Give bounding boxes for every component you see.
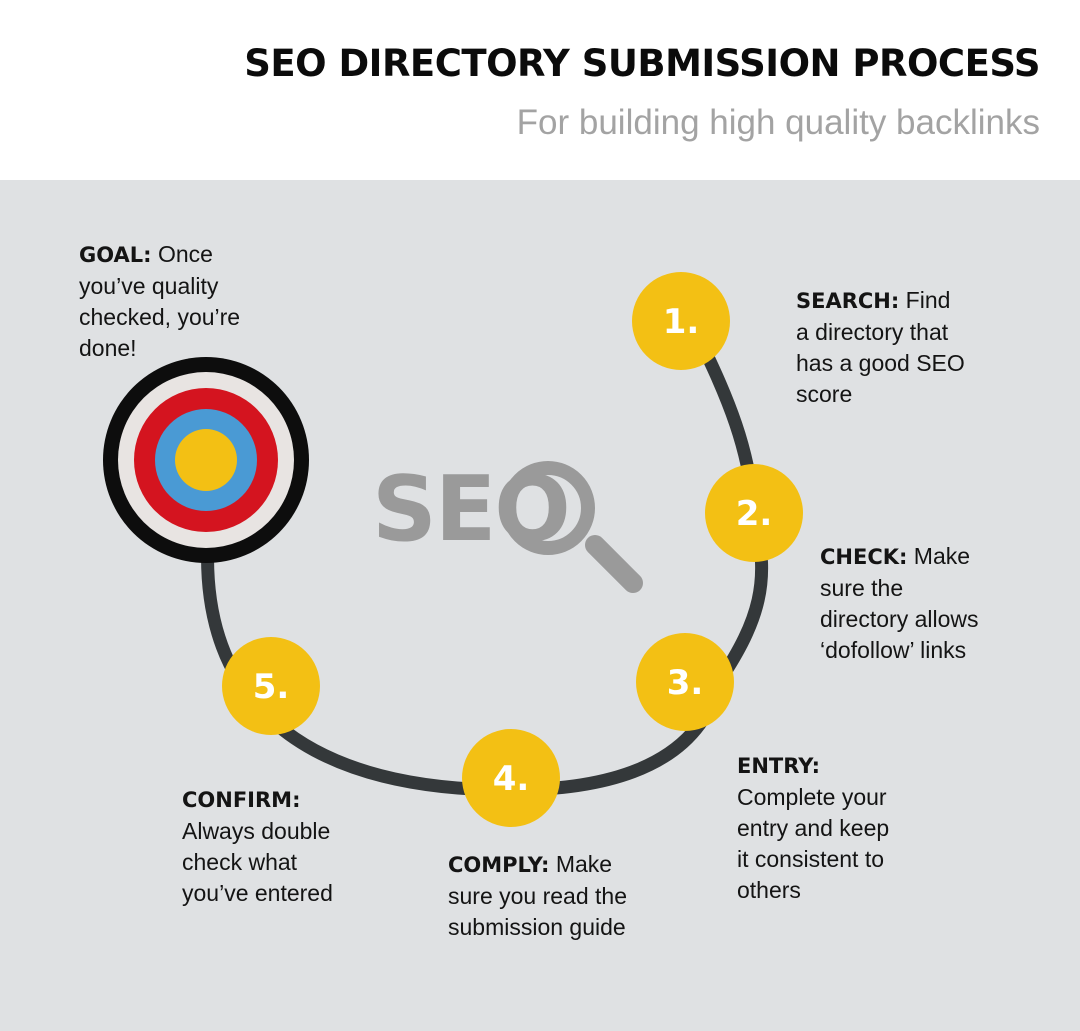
seo-logo: SEO xyxy=(372,457,643,593)
step-marker-3: 3. xyxy=(636,633,734,731)
diagram-panel xyxy=(0,180,1080,1031)
step-marker-5: 5. xyxy=(222,637,320,735)
step-number-1: 1. xyxy=(663,302,700,342)
step-label-2: CHECK: xyxy=(820,545,908,569)
step-text-2: Make sure the directory allows ‘dofollow… xyxy=(820,543,979,663)
magnifier-icon xyxy=(501,461,643,593)
step-number-3: 3. xyxy=(667,663,704,703)
goal-text: Once you’ve quality checked, you’re done… xyxy=(79,241,241,361)
step-callout-1: SEARCH: Find a directory that has a good… xyxy=(796,285,965,410)
goal-label: GOAL: xyxy=(79,243,152,267)
step-callout-2: CHECK: Make sure the directory allows ‘d… xyxy=(820,541,979,666)
step-text-4: Make sure you read the submission guide xyxy=(448,851,628,940)
page-title: SEO DIRECTORY SUBMISSION PROCESS xyxy=(244,42,1040,85)
step-callout-3: ENTRY: Complete your entry and keep it c… xyxy=(737,750,889,906)
header: SEO DIRECTORY SUBMISSION PROCESS For bui… xyxy=(0,0,1080,180)
step-marker-4: 4. xyxy=(462,729,560,827)
step-label-4: COMPLY: xyxy=(448,853,550,877)
step-text-3: Complete your entry and keep it consiste… xyxy=(737,784,890,903)
magnifier-lens xyxy=(501,461,595,555)
step-number-2: 2. xyxy=(736,494,773,534)
step-text-5: Always double check what you’ve entered xyxy=(182,818,333,906)
step-label-1: SEARCH: xyxy=(796,289,900,313)
step-marker-2: 2. xyxy=(705,464,803,562)
step-callout-4: COMPLY: Make sure you read the submissio… xyxy=(448,849,627,943)
step-number-5: 5. xyxy=(253,667,290,707)
target-bullseye xyxy=(175,429,237,491)
step-callout-5: CONFIRM: Always double check what you’ve… xyxy=(182,784,333,909)
target-icon xyxy=(103,357,309,563)
step-text-1: Find a directory that has a good SEO sco… xyxy=(796,287,965,407)
step-number-4: 4. xyxy=(493,759,530,799)
goal-callout: GOAL: Once you’ve quality checked, you’r… xyxy=(79,239,240,364)
page-subtitle: For building high quality backlinks xyxy=(516,103,1040,142)
step-label-3: ENTRY: xyxy=(737,754,821,778)
step-marker-1: 1. xyxy=(632,272,730,370)
step-label-5: CONFIRM: xyxy=(182,788,301,812)
